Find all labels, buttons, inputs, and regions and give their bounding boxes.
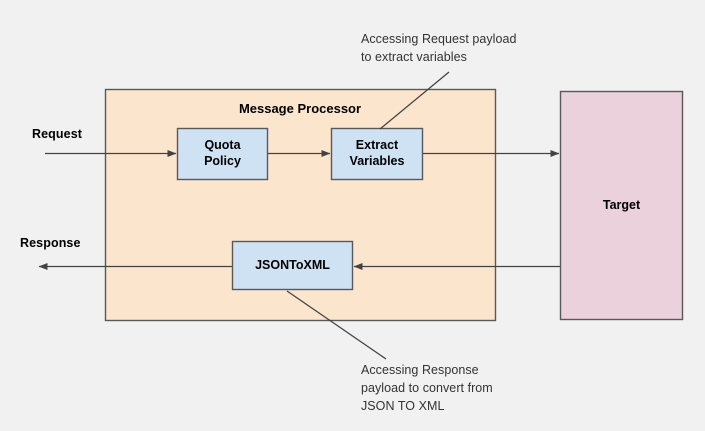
leader-line-response-note (286, 290, 387, 360)
target-box[interactable] (559, 90, 684, 321)
response-annotation-note: Accessing Response payload to convert fr… (361, 363, 493, 413)
quota-policy-box[interactable] (176, 127, 269, 181)
request-annotation-note: Accessing Request payload to extract var… (361, 32, 517, 64)
leader-line-request-note (379, 71, 450, 130)
extract-variables-box[interactable] (330, 127, 424, 181)
jsontoxml-box[interactable] (231, 240, 354, 291)
request-flow-label: Request (32, 127, 83, 141)
response-flow-label: Response (20, 236, 81, 250)
